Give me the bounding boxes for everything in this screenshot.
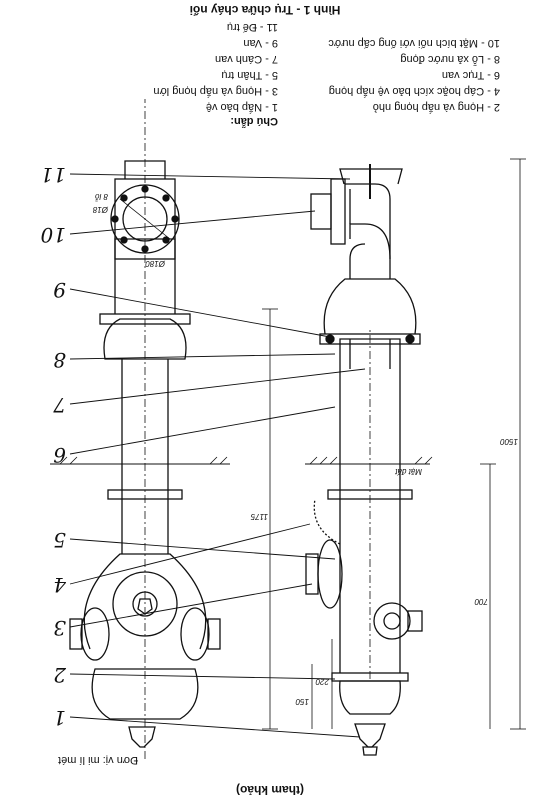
dim-bolts: 8 lỗ xyxy=(95,192,108,201)
side-view xyxy=(50,99,526,759)
dim-150: 150 xyxy=(295,697,309,706)
callout-1: 1 xyxy=(53,706,66,730)
legend-item-3: 3 - Họng và nắp họng lớn xyxy=(153,85,278,97)
dim-d180: Ø180 xyxy=(145,259,166,268)
legend-heading: Chú dẫn: xyxy=(230,115,278,127)
legend-item-8: 8 - Lỗ xả nước đọng xyxy=(400,53,500,65)
dim-1175: 1175 xyxy=(250,512,268,521)
front-view xyxy=(262,164,433,756)
figure-title: Hình 1 - Trụ chữa cháy nổi xyxy=(189,3,341,17)
callout-10: 10 xyxy=(40,223,66,247)
callout-3: 3 xyxy=(53,616,66,640)
legend-item-7: 7 - Cánh van xyxy=(215,53,278,65)
dim-700: 700 xyxy=(474,597,488,606)
leader-lines xyxy=(69,173,366,738)
callout-8: 8 xyxy=(53,348,66,372)
dim-220: 220 xyxy=(315,677,330,686)
dim-d18: Ø18 xyxy=(92,205,109,214)
legend-item-1: 1 - Nắp bảo vệ xyxy=(205,101,278,113)
callout-6: 6 xyxy=(53,443,66,467)
callout-9: 9 xyxy=(53,278,66,302)
legend-item-9: 9 - Van xyxy=(243,37,278,49)
callout-4: 4 xyxy=(53,573,67,597)
callout-numbers: 1 2 3 4 5 6 7 8 9 10 11 xyxy=(40,163,67,730)
legend-item-6: 6 - Trục van xyxy=(441,69,500,81)
dim-1500: 1500 xyxy=(500,437,518,446)
callout-11: 11 xyxy=(41,163,66,187)
legend-item-5: 5 - Thân trụ xyxy=(221,69,278,81)
callout-7: 7 xyxy=(53,393,66,417)
callout-2: 2 xyxy=(53,663,67,687)
legend-item-11: 11 - Đế trụ xyxy=(226,21,278,33)
callout-5: 5 xyxy=(53,528,66,552)
legend-item-10: 10 - Mặt bích nối với ống cấp nước xyxy=(328,37,500,49)
legend-item-4: 4 - Cáp hoặc xích bảo vệ nắp họng xyxy=(328,85,500,97)
ground-label: Mặt đất xyxy=(395,467,422,476)
legend-item-2: 2 - Họng và nắp họng nhỏ xyxy=(372,101,500,113)
dimension-labels: 1175 1500 700 220 150 Ø180 Ø18 8 lỗ Mặt … xyxy=(92,192,518,706)
